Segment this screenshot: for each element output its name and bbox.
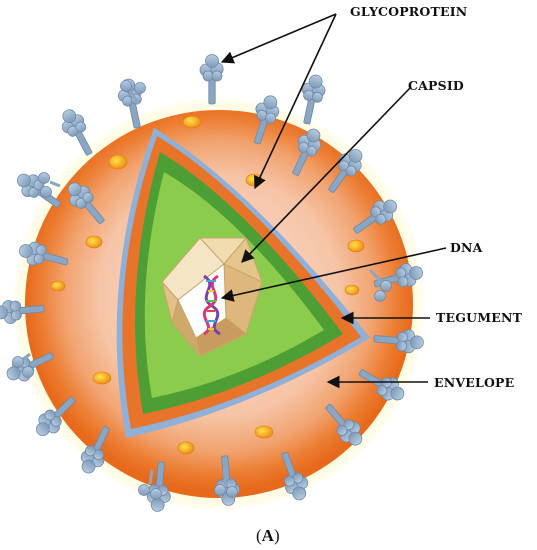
glycoprotein-dimer-icon xyxy=(120,80,146,105)
label-capsid: CAPSID xyxy=(408,78,464,93)
label-tegument: TEGUMENT xyxy=(436,310,523,325)
arrow-glycoprotein-a xyxy=(220,13,337,64)
orange-vesicle-icon xyxy=(347,239,365,253)
label-dna: DNA xyxy=(450,240,483,255)
orange-vesicle-icon xyxy=(254,425,274,439)
glycoprotein-spike-icon xyxy=(199,54,224,105)
glycoprotein-dimer-icon xyxy=(12,352,34,378)
orange-vesicle-icon xyxy=(182,115,202,129)
arrow-glycoprotein-b xyxy=(254,13,337,190)
glycoprotein-dimers xyxy=(12,80,392,500)
arrow-dna xyxy=(220,247,447,302)
icosahedron-capsid xyxy=(161,237,263,357)
callout-arrows xyxy=(220,13,447,389)
glycoprotein-dimer-icon xyxy=(214,469,238,498)
figure-caption: (A) xyxy=(256,526,280,545)
orange-vesicle-icon xyxy=(108,154,128,170)
label-glycoprotein: GLYCOPROTEIN xyxy=(350,4,467,19)
orange-vesicle-icon xyxy=(344,284,360,296)
orange-vesicle-icon xyxy=(85,235,103,249)
label-envelope: ENVELOPE xyxy=(434,375,514,390)
orange-vesicle-icon xyxy=(177,441,195,455)
glycoprotein-dimer-icon xyxy=(368,268,392,302)
orange-vesicle-icon xyxy=(50,280,66,292)
glycoprotein-dimer-icon xyxy=(138,469,162,500)
dna-helix-icon xyxy=(202,274,221,336)
figure-caption-letter: A xyxy=(262,526,275,545)
glycoprotein-dimer-icon xyxy=(38,172,61,198)
orange-vesicle-icon xyxy=(92,371,112,385)
arrow-capsid xyxy=(241,87,411,263)
